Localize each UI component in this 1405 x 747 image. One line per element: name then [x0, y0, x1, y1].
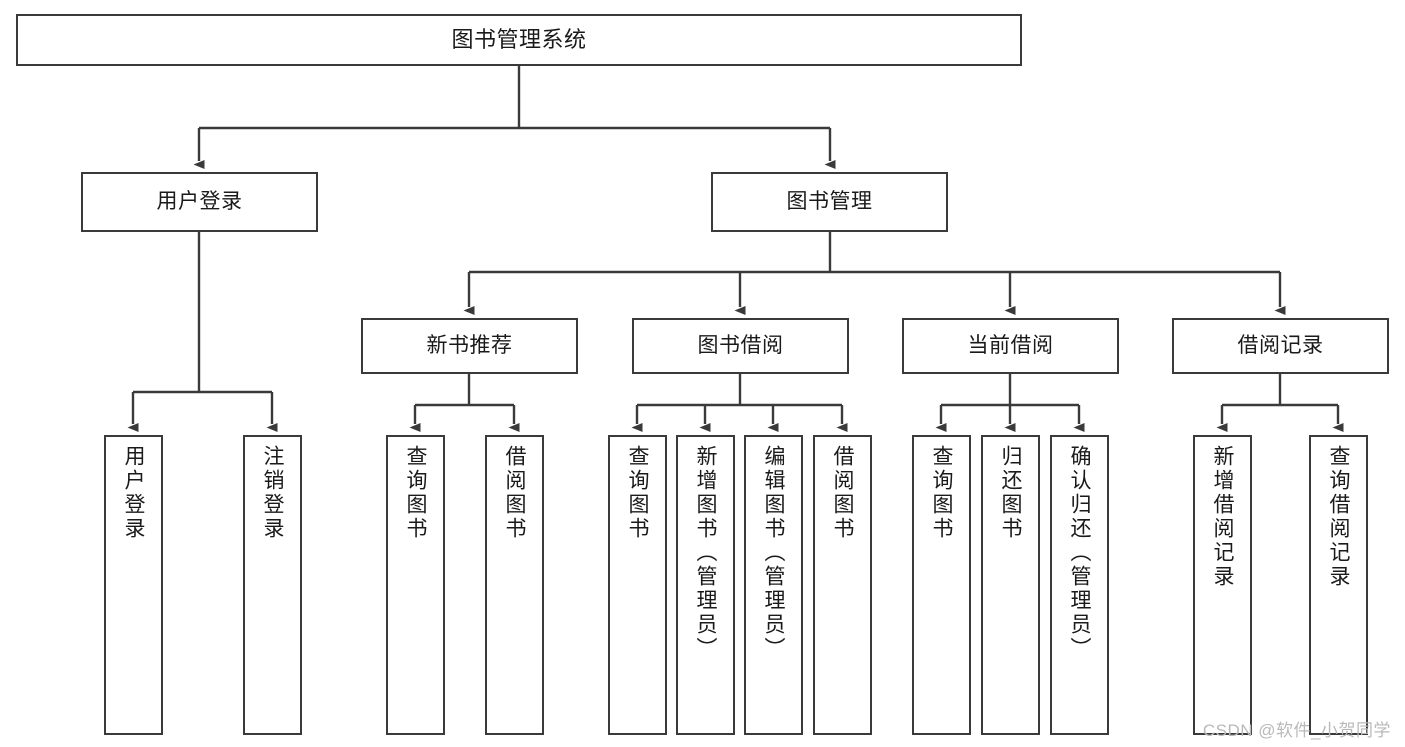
- node-borrow-record[interactable]: 借阅记录: [1172, 318, 1389, 374]
- leaf-new-book-borrow-label: 借阅图书: [503, 445, 526, 541]
- leaf-borrow-record-query-label: 查询借阅记录: [1327, 445, 1350, 589]
- leaf-book-borrow-add[interactable]: 新增图书（管理员）: [676, 435, 735, 735]
- node-user-login[interactable]: 用户登录: [81, 172, 318, 232]
- node-borrow-record-label: 借阅记录: [1237, 333, 1324, 357]
- leaf-borrow-record-add-label: 新增借阅记录: [1211, 445, 1234, 589]
- node-book-borrow-label: 图书借阅: [697, 333, 784, 357]
- node-user-login-label: 用户登录: [156, 189, 243, 213]
- node-root[interactable]: 图书管理系统: [16, 14, 1022, 66]
- leaf-book-borrow-edit-label: 编辑图书（管理员）: [762, 445, 785, 661]
- node-new-book-recommend-label: 新书推荐: [426, 333, 513, 357]
- node-new-book-recommend[interactable]: 新书推荐: [361, 318, 578, 374]
- leaf-user-login-signout-label: 注销登录: [261, 445, 284, 541]
- node-book-borrow[interactable]: 图书借阅: [632, 318, 849, 374]
- leaf-book-borrow-lend[interactable]: 借阅图书: [813, 435, 872, 735]
- watermark-text: CSDN @软件_小贺同学: [1202, 721, 1391, 740]
- leaf-current-borrow-query[interactable]: 查询图书: [912, 435, 971, 735]
- leaf-new-book-query-label: 查询图书: [404, 445, 427, 541]
- leaf-current-borrow-confirm-label: 确认归还（管理员）: [1068, 445, 1091, 661]
- leaf-user-login-signin-label: 用户登录: [122, 445, 145, 541]
- leaf-current-borrow-return-label: 归还图书: [999, 445, 1022, 541]
- node-book-management-label: 图书管理: [786, 189, 873, 213]
- node-current-borrow[interactable]: 当前借阅: [902, 318, 1119, 374]
- leaf-new-book-borrow[interactable]: 借阅图书: [485, 435, 544, 735]
- node-book-management[interactable]: 图书管理: [711, 172, 948, 232]
- leaf-user-login-signin[interactable]: 用户登录: [104, 435, 163, 735]
- leaf-book-borrow-add-label: 新增图书（管理员）: [694, 445, 717, 661]
- leaf-user-login-signout[interactable]: 注销登录: [243, 435, 302, 735]
- leaf-current-borrow-return[interactable]: 归还图书: [981, 435, 1040, 735]
- leaf-borrow-record-query[interactable]: 查询借阅记录: [1309, 435, 1368, 735]
- leaf-book-borrow-query[interactable]: 查询图书: [608, 435, 667, 735]
- leaf-book-borrow-lend-label: 借阅图书: [831, 445, 854, 541]
- leaf-current-borrow-confirm[interactable]: 确认归还（管理员）: [1050, 435, 1109, 735]
- leaf-new-book-query[interactable]: 查询图书: [386, 435, 445, 735]
- leaf-book-borrow-query-label: 查询图书: [626, 445, 649, 541]
- leaf-book-borrow-edit[interactable]: 编辑图书（管理员）: [744, 435, 803, 735]
- leaf-current-borrow-query-label: 查询图书: [930, 445, 953, 541]
- node-current-borrow-label: 当前借阅: [967, 333, 1054, 357]
- leaf-borrow-record-add[interactable]: 新增借阅记录: [1193, 435, 1252, 735]
- node-root-label: 图书管理系统: [451, 27, 587, 53]
